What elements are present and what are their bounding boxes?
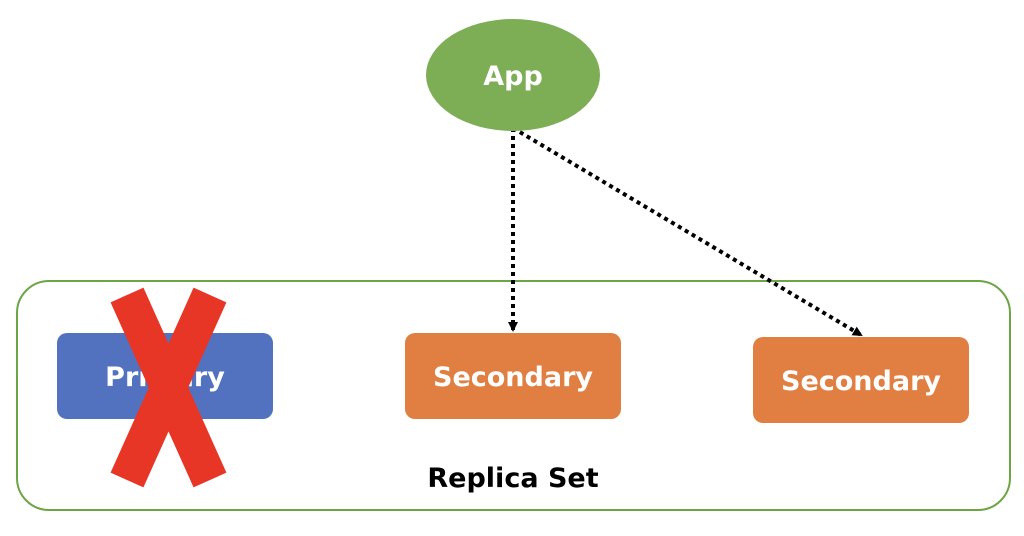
- secondary-node-2: [753, 337, 969, 423]
- x-cross-icon: [110, 287, 227, 488]
- secondary-node-2-label: Secondary: [781, 366, 941, 397]
- connector-app-to-secondary-2: [511, 126, 863, 337]
- secondary-node-1-label: Secondary: [433, 362, 593, 393]
- app-node-label: App: [483, 61, 543, 92]
- replica-set-label: Replica Set: [427, 463, 598, 494]
- secondary-node-1: [405, 333, 621, 419]
- app-node: [426, 19, 600, 131]
